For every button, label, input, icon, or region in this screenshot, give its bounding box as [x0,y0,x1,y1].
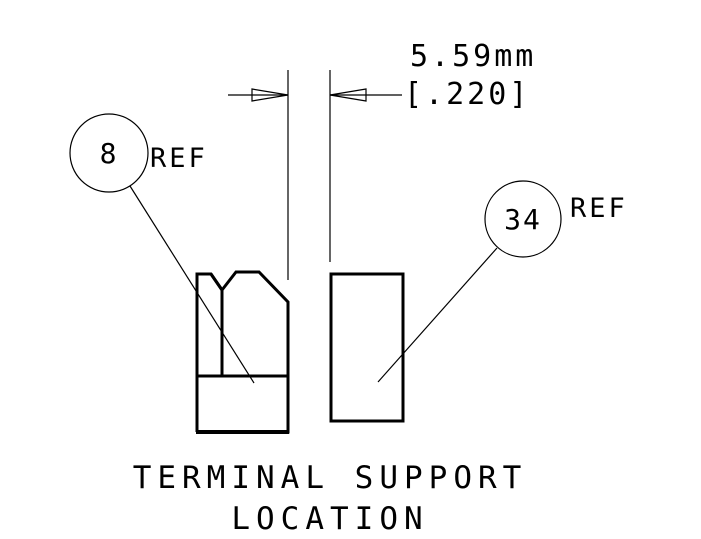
leader-line-8 [129,185,255,384]
dimension-imperial-value: [.220] [404,77,530,112]
caption-line-1: TERMINAL SUPPORT [133,460,528,496]
dimension-metric-value: 5.59mm [410,39,536,74]
caption-line-2: LOCATION [231,501,428,537]
dimension-right-arrow [329,88,402,102]
balloon-8-ref-label: REF [150,143,208,174]
balloon-8-number: 8 [100,137,119,170]
leader-line-34 [377,247,498,383]
terminal-support-right-part [329,272,405,423]
balloon-34-ref-label: REF [570,193,628,224]
balloon-34: 34 [484,180,562,258]
balloon-8: 8 [69,113,149,193]
dimension-left-arrow [228,88,289,102]
terminal-support-left-part [195,270,290,434]
balloon-34-number: 34 [504,203,542,236]
